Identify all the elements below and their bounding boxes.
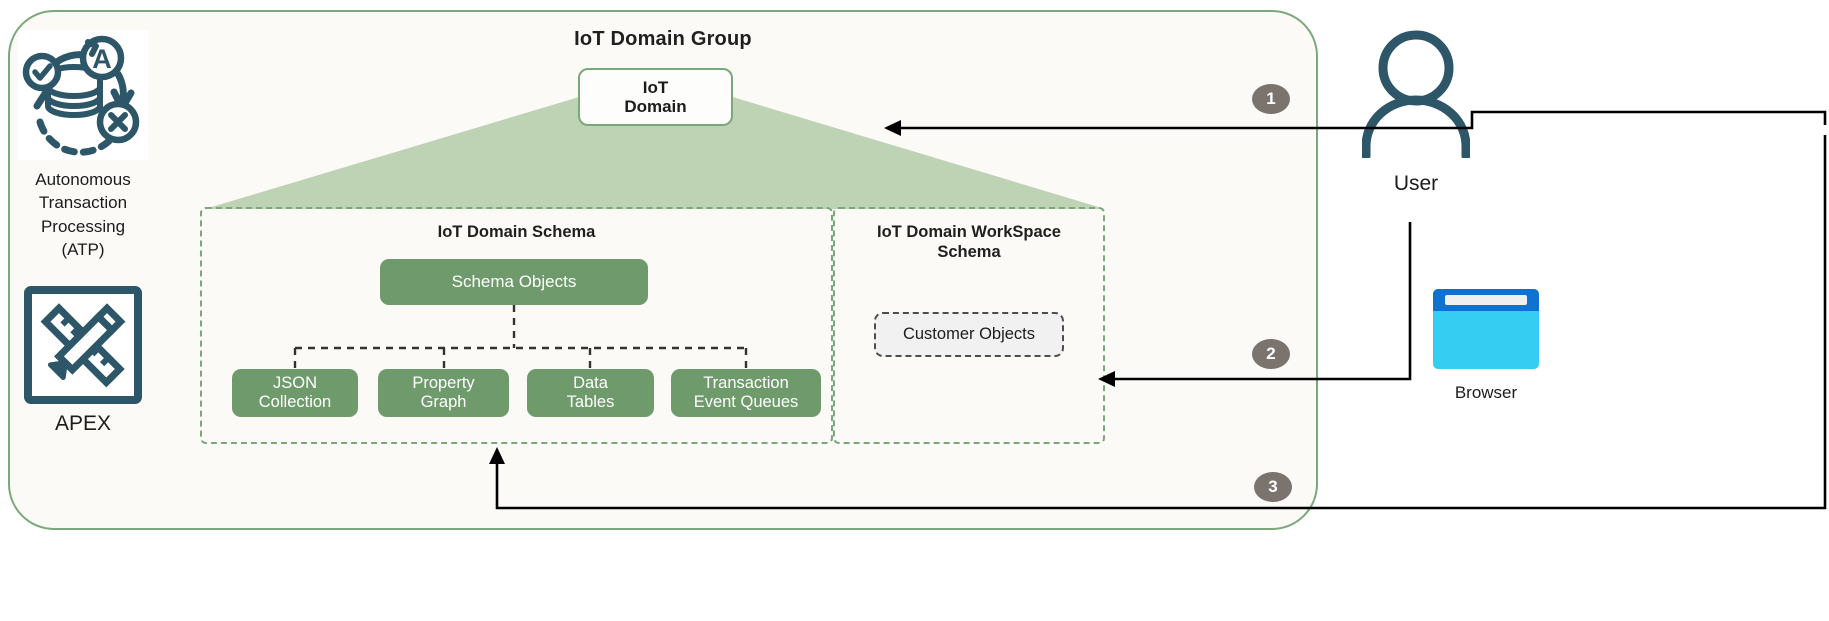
data-tables-node[interactable]: Data Tables — [527, 369, 654, 417]
data-tables-label-line2: Tables — [566, 393, 615, 411]
svg-text:A: A — [92, 44, 112, 74]
step-badge-2: 2 — [1252, 339, 1290, 369]
browser-window-icon — [1432, 288, 1540, 370]
flow-arrow-2 — [1103, 222, 1412, 381]
autonomous-transaction-processing-icon: A — [18, 30, 148, 160]
flow-arrow-3-head — [489, 447, 505, 464]
customer-objects-node[interactable]: Customer Objects — [874, 312, 1064, 357]
flow-arrow-1 — [889, 110, 1827, 130]
transaction-event-queues-label-line1: Transaction — [703, 374, 789, 393]
atp-label: Autonomous Transaction Processing (ATP) — [8, 168, 158, 262]
atp-label-line1: Autonomous — [35, 170, 131, 189]
step-badge-3: 3 — [1254, 472, 1292, 502]
iot-domain-node[interactable]: IoT Domain — [578, 68, 733, 126]
iot-domain-label-line1: IoT — [642, 77, 669, 97]
atp-label-line2: Transaction — [38, 193, 128, 213]
schema-objects-node[interactable]: Schema Objects — [380, 259, 648, 305]
iot-domain-pyramid — [205, 74, 1105, 209]
user-label: User — [1393, 172, 1439, 195]
json-collection-node[interactable]: JSON Collection — [232, 369, 358, 417]
iot-domain-workspace-schema-title: IoT Domain WorkSpace Schema — [833, 223, 1105, 263]
transaction-event-queues-node[interactable]: Transaction Event Queues — [671, 369, 821, 417]
data-tables-label-line1: Data — [573, 374, 608, 393]
json-collection-label-line2: Collection — [258, 393, 332, 411]
atp-label-line3: Processing — [40, 216, 126, 236]
group-title: IoT Domain Group — [574, 28, 752, 50]
flow-arrow-3 — [495, 135, 1827, 510]
json-collection-label-line1: JSON — [272, 374, 317, 393]
user-person-icon — [1361, 28, 1471, 161]
transaction-event-queues-label-line2: Event Queues — [693, 393, 799, 411]
customer-objects-label: Customer Objects — [902, 325, 1036, 343]
iot-domain-label-line2: Domain — [624, 97, 687, 116]
iot-domain-schema-container — [200, 207, 833, 444]
property-graph-label-line2: Graph — [420, 393, 467, 411]
apex-pencil-ruler-icon — [24, 286, 142, 404]
flow-arrow-1-head — [884, 120, 901, 136]
flow-arrow-2-head — [1098, 371, 1115, 387]
apex-label: APEX — [54, 412, 112, 435]
property-graph-node[interactable]: Property Graph — [378, 369, 509, 417]
step-badge-1: 1 — [1252, 84, 1290, 114]
workspace-schema-title-line1: IoT Domain WorkSpace — [877, 223, 1061, 241]
browser-label: Browser — [1454, 383, 1518, 402]
workspace-schema-title-line2: Schema — [937, 242, 1001, 261]
iot-domain-workspace-schema-container — [833, 207, 1105, 444]
property-graph-label-line1: Property — [412, 374, 475, 393]
atp-label-line4: (ATP) — [61, 240, 105, 260]
iot-domain-schema-title: IoT Domain Schema — [437, 223, 596, 241]
schema-objects-label: Schema Objects — [451, 272, 577, 292]
